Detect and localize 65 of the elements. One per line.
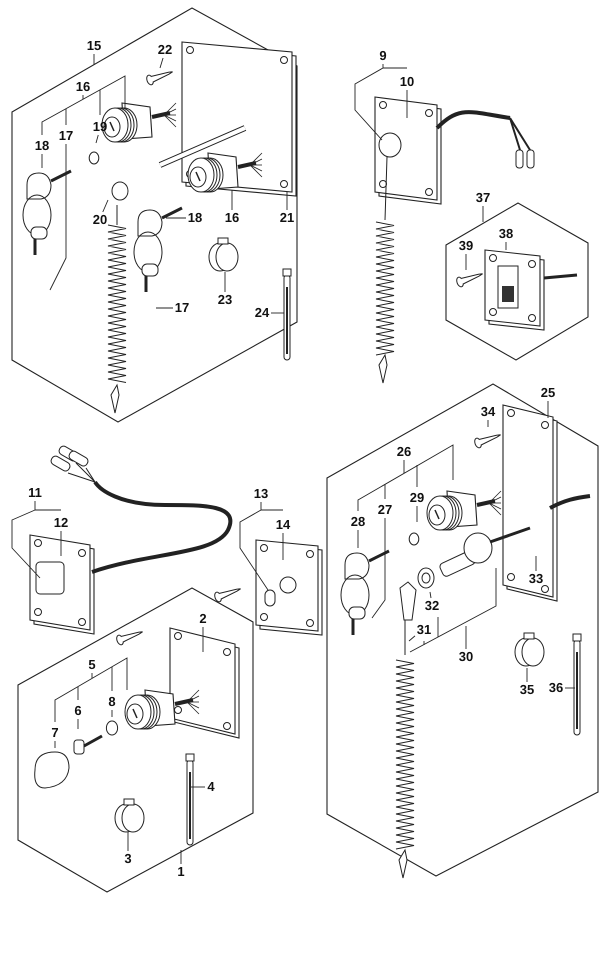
callout-number: 16 <box>75 80 91 94</box>
leader-line <box>382 64 384 68</box>
callout-number: 38 <box>498 227 514 241</box>
leader-line <box>286 192 288 210</box>
leader-line <box>270 312 284 314</box>
callout-number: 30 <box>458 650 474 664</box>
callout-number: 31 <box>416 623 432 637</box>
callout-number: 2 <box>198 612 208 626</box>
callout-number: 23 <box>217 293 233 307</box>
callout-number: 3 <box>123 852 133 866</box>
callout-number: 9 <box>378 49 388 63</box>
callout-number: 14 <box>275 518 291 532</box>
callout-number: 17 <box>174 301 190 315</box>
leader-line <box>202 626 204 652</box>
leader-line <box>372 518 386 618</box>
leader-line <box>82 94 84 100</box>
leader-line <box>96 134 99 144</box>
callout-number: 39 <box>458 239 474 253</box>
callout-number: 35 <box>519 683 535 697</box>
callout-number: 27 <box>377 503 393 517</box>
callout-number: 8 <box>107 695 117 709</box>
callout-number: 18 <box>34 139 50 153</box>
leader-line <box>54 740 56 748</box>
leader-line <box>190 786 206 788</box>
callout-number: 1 <box>176 865 186 879</box>
leader-line <box>406 90 408 118</box>
leader-line <box>416 506 418 522</box>
leader-line <box>160 58 164 68</box>
leader-line <box>50 144 66 290</box>
callout-number: 22 <box>157 43 173 57</box>
callout-number: 24 <box>254 306 270 320</box>
callout-number: 13 <box>253 487 269 501</box>
callout-number: 17 <box>58 129 74 143</box>
leader-line <box>102 200 108 212</box>
callout-number: 5 <box>87 658 97 672</box>
callout-number: 15 <box>86 39 102 53</box>
callout-number: 32 <box>424 599 440 613</box>
leader-line <box>60 530 62 556</box>
callout-number: 34 <box>480 405 496 419</box>
callout-number: 6 <box>73 704 83 718</box>
callout-number: 25 <box>540 386 556 400</box>
callout-number: 12 <box>53 516 69 530</box>
callout-number: 7 <box>50 726 60 740</box>
callout-number: 37 <box>475 191 491 205</box>
leader-line <box>526 668 528 682</box>
callout-number: 10 <box>399 75 415 89</box>
callout-number: 4 <box>206 780 216 794</box>
callout-number: 20 <box>92 213 108 227</box>
callout-number: 36 <box>548 681 564 695</box>
leader-line <box>34 500 36 510</box>
leader-line <box>430 592 432 598</box>
leader-line <box>282 532 284 560</box>
callout-number: 33 <box>528 572 544 586</box>
callout-number: 11 <box>27 486 43 500</box>
leader-line <box>482 206 484 222</box>
leader-line <box>408 635 416 642</box>
callout-number: 29 <box>409 491 425 505</box>
callout-number: 21 <box>279 211 295 225</box>
callout-number: 16 <box>224 211 240 225</box>
leader-line <box>224 272 226 292</box>
callout-number: 28 <box>350 515 366 529</box>
leader-line <box>260 502 262 510</box>
callout-number: 26 <box>396 445 412 459</box>
leader-line <box>180 850 182 864</box>
callout-number: 18 <box>187 211 203 225</box>
